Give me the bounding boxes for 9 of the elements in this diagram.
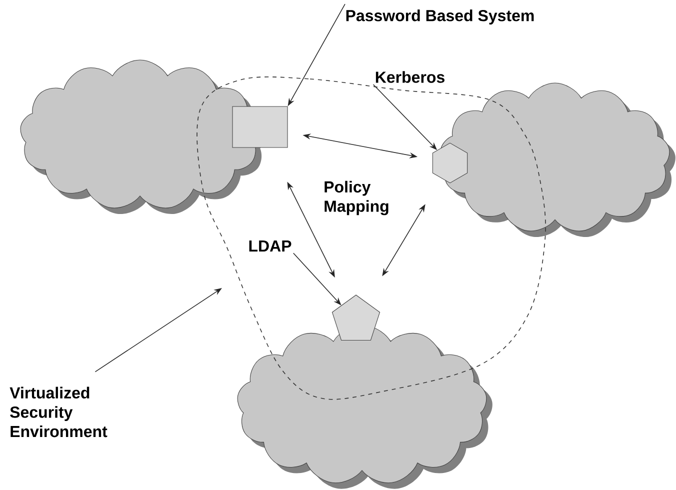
text-label: Virtualized Security Environment (10, 386, 108, 438)
text-label: Policy Mapping (324, 180, 388, 216)
text-label: Password Based System (346, 10, 534, 24)
pentagon (332, 294, 380, 340)
hexagon (432, 142, 468, 184)
text-label: LDAP (249, 240, 292, 252)
square (232, 106, 288, 148)
cloud (440, 82, 676, 238)
text-label: Kerberos (376, 71, 444, 83)
